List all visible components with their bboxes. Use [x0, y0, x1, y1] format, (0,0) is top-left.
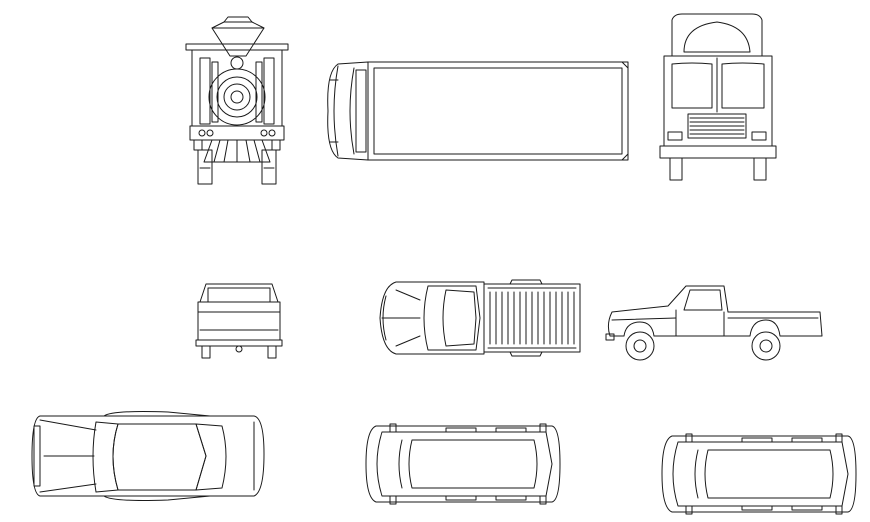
station-wagon-top-view-a — [365, 423, 561, 505]
truck-top-view — [327, 61, 629, 161]
sedan-top-view — [31, 411, 265, 501]
pickup-side-view — [605, 285, 823, 361]
pickup-rear-view — [195, 283, 283, 359]
bed-ribs — [489, 291, 575, 345]
station-wagon-top-view-b — [661, 433, 857, 515]
locomotive-front-view — [185, 16, 289, 185]
truck-front-view — [659, 13, 777, 181]
pickup-top-view — [379, 279, 581, 357]
